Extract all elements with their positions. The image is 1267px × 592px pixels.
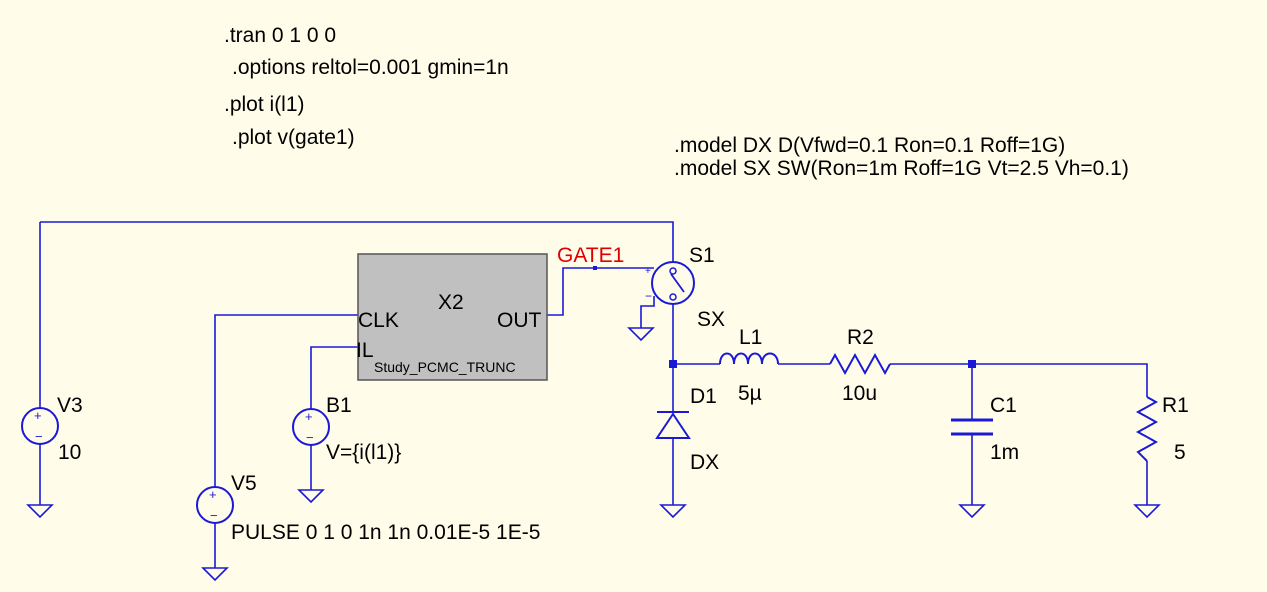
plot-voltage-directive[interactable]: .plot v(gate1): [232, 126, 355, 149]
v5-ref: V5: [231, 472, 257, 495]
switch-minus-sign: −: [645, 289, 652, 303]
pin-clk-label: CLK: [358, 309, 399, 332]
diode-model-directive[interactable]: .model DX D(Vfwd=0.1 Ron=0.1 Roff=1G): [674, 134, 1065, 157]
resistor-r1[interactable]: [1135, 396, 1159, 462]
c1-value: 1m: [990, 441, 1019, 464]
v3-value: 10: [58, 441, 81, 464]
c1-ref: C1: [990, 394, 1017, 417]
b1-minus: −: [306, 430, 314, 445]
capacitor-c1[interactable]: [951, 418, 993, 436]
l1-value: 5µ: [738, 382, 762, 405]
wire-il: [310, 346, 358, 410]
r1-ref: R1: [1162, 394, 1189, 417]
ground-icon: [958, 504, 986, 519]
ground-icon: [1133, 504, 1161, 519]
net-label-anchor: [593, 266, 597, 270]
switch-s1[interactable]: + −: [645, 261, 695, 305]
subckt-body[interactable]: [357, 253, 548, 381]
b1-value: V={i(l1)}: [326, 441, 401, 464]
s1-model: SX: [697, 308, 725, 331]
diode-triangle: [655, 412, 691, 439]
d1-model: DX: [690, 451, 719, 474]
r1-value: 5: [1174, 441, 1186, 464]
ground-icon: [627, 327, 655, 342]
pulse-source-v5[interactable]: + −: [196, 486, 234, 524]
plot-current-directive[interactable]: .plot i(l1): [224, 93, 305, 116]
switch-contact-top: [669, 267, 677, 275]
wire-vin: [40, 221, 674, 263]
wire-switch-gnd: [640, 296, 655, 328]
inductor-l1[interactable]: [719, 352, 779, 365]
ground-icon: [201, 567, 229, 582]
b1-body: [292, 408, 330, 446]
switch-blade: [670, 273, 685, 293]
v5-plus: +: [209, 487, 217, 502]
r2-value: 10u: [842, 382, 877, 405]
subckt-x2[interactable]: X2 CLK IL OUT Study_PCMC_TRUNC: [356, 253, 548, 381]
v5-minus: −: [210, 508, 218, 523]
pin-out-label: OUT: [497, 309, 542, 332]
junction-output-node: [968, 360, 976, 368]
tran-directive[interactable]: .tran 0 1 0 0: [224, 24, 336, 47]
d1-ref: D1: [690, 385, 717, 408]
switch-model-directive[interactable]: .model SX SW(Ron=1m Roff=1G Vt=2.5 Vh=0.…: [674, 157, 1129, 180]
v5-value: PULSE 0 1 0 1n 1n 0.01E-5 1E-5: [231, 521, 540, 544]
pin-il-label: IL: [356, 339, 374, 362]
diode-d1[interactable]: [655, 411, 691, 439]
junction-switch-node: [669, 360, 677, 368]
switch-body: [651, 261, 695, 305]
subckt-name: Study_PCMC_TRUNC: [374, 359, 516, 375]
b1-ref: B1: [326, 394, 352, 417]
ground-icon: [297, 489, 325, 504]
wire-out-node: [890, 363, 1148, 397]
v3-plus: +: [34, 408, 42, 423]
resistor-r2[interactable]: [829, 352, 891, 376]
l1-ref: L1: [739, 326, 762, 349]
ground-icon: [26, 504, 54, 519]
v3-minus: −: [35, 429, 43, 444]
subckt-ref: X2: [438, 291, 464, 314]
wire-clk: [214, 314, 358, 487]
voltage-source-v3[interactable]: + −: [21, 407, 59, 445]
switch-contact-bottom: [669, 293, 677, 301]
r2-ref: R2: [847, 326, 874, 349]
b1-plus: +: [305, 409, 313, 424]
options-directive[interactable]: .options reltol=0.001 gmin=1n: [232, 56, 509, 79]
s1-ref: S1: [689, 244, 715, 267]
wire-gate: [547, 267, 654, 316]
v5-body: [196, 486, 234, 524]
behavioral-source-b1[interactable]: + −: [292, 408, 330, 446]
switch-plus-sign: +: [645, 266, 651, 277]
v3-ref: V3: [57, 394, 83, 417]
v3-body: [21, 407, 59, 445]
net-label-gate1[interactable]: GATE1: [557, 244, 624, 267]
ground-icon: [659, 504, 687, 519]
